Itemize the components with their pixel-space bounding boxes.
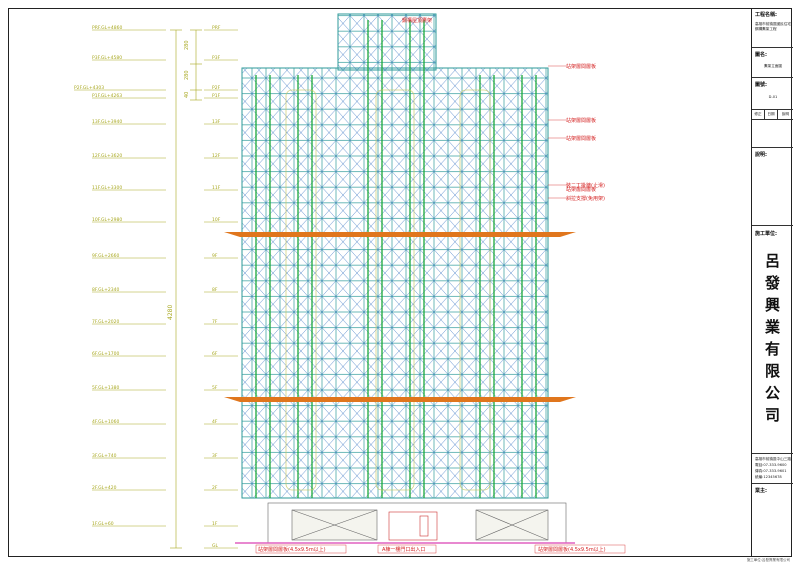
level-code: 9F xyxy=(212,253,218,259)
level-code: 10F xyxy=(212,217,221,223)
level-label: 5F.GL+1380 xyxy=(92,385,120,391)
drawing-no: D-01 xyxy=(768,95,778,99)
level-label: 6F.GL+1700 xyxy=(92,351,120,357)
note-bottom-right: 站架層間層板(4.5x9.5m以上) xyxy=(538,546,606,553)
protection-slab xyxy=(224,232,576,402)
drawing-no-cell: 圖號: D-01 xyxy=(752,78,793,110)
level-code: 5F xyxy=(212,385,218,391)
level-code: 12F xyxy=(212,153,221,159)
level-code: 2F xyxy=(212,485,218,491)
level-label: 10F.GL+2980 xyxy=(92,217,122,223)
rev-col-1: 修正 xyxy=(752,110,765,119)
drawing-cell: 圖名: 鷹架立面圖 xyxy=(752,48,793,78)
level-code: 13F xyxy=(212,119,221,125)
level-code: 6F xyxy=(212,351,218,357)
note-bottom-center: A棟一樓門口出入口 xyxy=(382,546,425,553)
level-label: P1F.GL+4263 xyxy=(92,93,122,99)
dimension-top-1: 280 xyxy=(184,40,190,50)
company-char: 興 xyxy=(764,296,780,314)
level-code: 8F xyxy=(212,287,218,293)
level-label: 8F.GL+2340 xyxy=(92,287,120,293)
ground-floor-entrance xyxy=(267,502,567,544)
owner-label: 業主: xyxy=(755,488,767,494)
drawing-label: 圖名: xyxy=(755,52,767,58)
note-roof: 鋼構屋頂鷹架 xyxy=(402,17,432,24)
level-label: 1F.GL+60 xyxy=(92,521,114,527)
footer-note: 施工單位:呂發興業有限公司 xyxy=(746,558,790,562)
level-labels: PRF.GL+4860P3F.GL+4580P2F.GL+4303P1F.GL+… xyxy=(74,25,166,527)
rev-col-3: 說明 xyxy=(781,112,790,116)
project-label: 工程名稱: xyxy=(755,12,777,18)
level-code: P1F xyxy=(212,93,221,99)
level-label: P2F.GL+4303 xyxy=(74,85,104,91)
level-code: PRF xyxy=(212,25,221,31)
level-label: 4F.GL+1060 xyxy=(92,419,120,425)
dimension-top-3: 40 xyxy=(184,92,190,98)
dimension-lines xyxy=(170,29,202,549)
company-char: 發 xyxy=(764,274,780,292)
dimension-top-2: 280 xyxy=(184,70,190,80)
note-2: 站架層間層板 xyxy=(566,117,596,124)
company-char: 呂 xyxy=(764,252,780,270)
remarks-cell: 說明: xyxy=(752,148,793,226)
level-code: GL xyxy=(212,543,218,549)
company-char: 司 xyxy=(764,406,780,424)
note-5: 裝二丁掛牆(止滑) xyxy=(566,182,605,189)
level-ticks: PRF P3F P2F P1F 13F 12F 11F 10F 9F 8F 7F 6F 5F 4F 3F 2F… xyxy=(204,25,238,549)
drawing-no-label: 圖號: xyxy=(755,82,767,88)
drawing-name: 鷹架立面圖 xyxy=(764,64,782,68)
level-label: 9F.GL+2660 xyxy=(92,253,120,259)
level-code: 11F xyxy=(212,185,221,191)
annotations: 鋼構屋頂鷹架 站架層間層板 站架層間層板 站架層間層板 站架層間層板 裝二丁掛牆… xyxy=(258,17,606,553)
project-cell: 工程名稱: 高雄市前鎮區國民住宅鋼構鷹架工程 xyxy=(752,8,793,48)
level-label: 2F.GL+420 xyxy=(92,485,117,491)
level-label: PRF.GL+4860 xyxy=(92,25,122,31)
level-label: 3F.GL+740 xyxy=(92,453,117,459)
contractor-label: 施工單位: xyxy=(755,231,777,237)
level-code: 4F xyxy=(212,419,218,425)
note-bottom-left: 站架層間層板(4.5x9.5m以上) xyxy=(258,546,326,553)
level-label: P3F.GL+4580 xyxy=(92,55,122,61)
company-char: 有 xyxy=(764,340,780,358)
rev-col-2: 日期 xyxy=(765,110,778,119)
revision-header: 修正 日期 說明 xyxy=(752,110,793,120)
contact-line: 統編:12345678 xyxy=(755,475,782,479)
note-6: 斜拉支撐(免用架) xyxy=(566,195,605,202)
level-code: P2F xyxy=(212,85,221,91)
level-label: 11F.GL+3300 xyxy=(92,185,122,191)
note-1: 站架層間層板 xyxy=(566,63,596,70)
revision-rows xyxy=(752,120,793,148)
contact-line: 電話:07-333-9600 xyxy=(755,463,787,467)
contractor-cell: 施工單位: 呂 發 興 業 有 限 公 司 xyxy=(752,226,793,454)
level-code: 7F xyxy=(212,319,218,325)
level-code: 3F xyxy=(212,453,218,459)
dimension-overall: 4280 xyxy=(167,305,174,320)
company-char: 限 xyxy=(764,362,780,380)
note-3: 站架層間層板 xyxy=(566,135,596,142)
company-char: 公 xyxy=(764,384,780,402)
owner-cell: 業主: xyxy=(752,484,793,557)
level-label: 7F.GL+2020 xyxy=(92,319,120,325)
contact-line: 傳真:07-333-9601 xyxy=(755,469,787,473)
level-label: 12F.GL+3620 xyxy=(92,153,122,159)
level-code: P3F xyxy=(212,55,221,61)
title-block: 工程名稱: 高雄市前鎮區國民住宅鋼構鷹架工程 圖名: 鷹架立面圖 圖號: D-0… xyxy=(751,8,793,557)
note-4: 站架層間層板 xyxy=(566,186,596,193)
company-char: 業 xyxy=(764,318,780,336)
level-code: 1F xyxy=(212,521,218,527)
level-label: 13F.GL+3940 xyxy=(92,119,122,125)
contact-cell: 高雄市前鎮區中山三路 電話:07-333-9600 傳真:07-333-9601… xyxy=(752,454,793,484)
remarks-label: 說明: xyxy=(755,152,767,158)
scaffold-frame xyxy=(241,13,549,499)
project-name: 高雄市前鎮區國民住宅鋼構鷹架工程 xyxy=(755,22,791,31)
company-name: 呂 發 興 業 有 限 公 司 xyxy=(752,250,793,426)
contact-line: 高雄市前鎮區中山三路 xyxy=(755,457,791,461)
